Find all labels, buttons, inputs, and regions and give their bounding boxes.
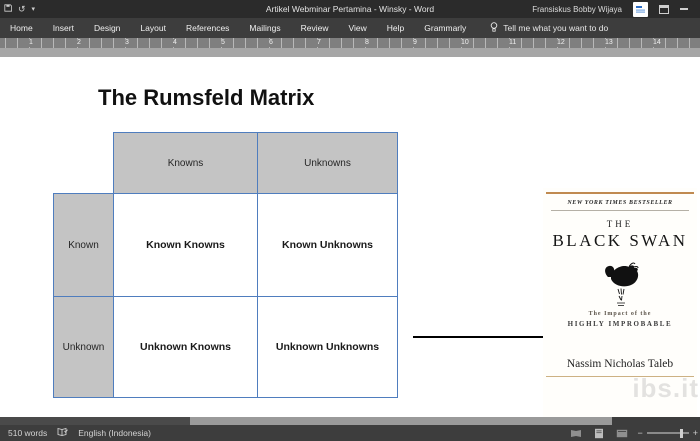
zoom-out-button[interactable]: − (637, 428, 643, 438)
ruler-number: 7 (315, 39, 323, 47)
titlebar: ↺ ▾ Artikel Webminar Pertamina - Winsky … (0, 0, 700, 18)
watermark-text: ibs.it (632, 373, 699, 403)
menu-tab-review[interactable]: Review (300, 23, 329, 33)
matrix-row-unknown[interactable]: Unknown (53, 296, 114, 398)
menu-tab-home[interactable]: Home (10, 23, 33, 33)
menubar: Home Insert Design Layout References Mailings… (0, 18, 700, 38)
document-title: Artikel Webminar Pertamina - Winsky - Wo… (265, 4, 435, 14)
ruler-number: 3 (123, 39, 131, 47)
lightbulb-icon (490, 22, 498, 34)
ruler-number: 5 (219, 39, 227, 47)
ruler-number: 2 (75, 39, 83, 47)
sign-in-icon[interactable] (633, 1, 648, 17)
matrix-header-unknowns[interactable]: Unknowns (257, 132, 398, 194)
matrix-cell-unknown-knowns[interactable]: Unknown Knowns (113, 296, 258, 398)
menu-tab-design[interactable]: Design (93, 23, 121, 33)
user-account-name[interactable]: Fransiskus Bobby Wijaya (532, 4, 622, 14)
horizontal-scrollbar (0, 417, 700, 425)
ruler-number: 10 (459, 39, 471, 47)
cover-top-rule (546, 192, 694, 194)
cover-bottom-rule (546, 376, 694, 377)
zoom-slider[interactable] (646, 428, 689, 438)
ruler-number: 1 (27, 39, 35, 47)
menu-tab-layout[interactable]: Layout (140, 23, 166, 33)
black-swan-icon (605, 262, 639, 306)
word-count[interactable]: 510 words (8, 428, 48, 438)
proofing-icon[interactable] (57, 427, 69, 439)
arrow-shape[interactable] (408, 329, 563, 345)
ruler-number: 4 (171, 39, 179, 47)
cover-sub-rule (551, 210, 689, 211)
zoom-in-button[interactable]: + (692, 428, 698, 438)
menu-tab-insert[interactable]: Insert (52, 23, 74, 33)
undo-icon[interactable]: ↺ (18, 3, 26, 14)
ruler-number: 13 (603, 39, 615, 47)
ruler-number: 9 (411, 39, 419, 47)
page-title: The Rumsfeld Matrix (98, 85, 315, 110)
menu-tab-grammarly[interactable]: Grammarly (424, 23, 467, 33)
ruler-number: 12 (555, 39, 567, 47)
ruler-number: 14 (651, 39, 663, 47)
ruler-number: 11 (507, 39, 519, 47)
language-status[interactable]: English (Indonesia) (78, 428, 151, 438)
cover-bestseller-text: NEW YORK TIMES BESTSELLER (567, 200, 673, 206)
menu-tab-view[interactable]: View (348, 23, 367, 33)
cover-title-black-swan: BLACK SWAN (552, 231, 688, 250)
matrix-row-known[interactable]: Known (53, 193, 114, 297)
horizontal-scrollbar-track[interactable] (0, 417, 612, 425)
matrix-cell-unknown-unknowns[interactable]: Unknown Unknowns (257, 296, 398, 398)
minimize-icon[interactable] (680, 8, 688, 10)
read-mode-icon[interactable] (568, 427, 584, 439)
menu-tabs: Home Insert Design Layout References Mailings… (0, 18, 476, 38)
ruler-number: 8 (363, 39, 371, 47)
menu-tab-mailings[interactable]: Mailings (249, 23, 281, 33)
matrix-header-knowns[interactable]: Knowns (113, 132, 258, 194)
page-margin-strip (0, 48, 700, 57)
cover-subtitle-small: The Impact of the (588, 311, 652, 317)
cover-author: Nassim Nicholas Taleb (566, 358, 674, 370)
save-icon[interactable] (4, 4, 12, 14)
ruler-number: 6 (267, 39, 275, 47)
horizontal-scrollbar-thumb[interactable] (0, 417, 190, 425)
book-cover-image[interactable]: NEW YORK TIMES BESTSELLER THE BLACK SWAN… (543, 188, 699, 418)
menu-tab-help[interactable]: Help (386, 23, 405, 33)
cover-title-the: THE (606, 219, 634, 229)
tell-me-label: Tell me what you want to do (503, 23, 609, 33)
tell-me-box[interactable]: Tell me what you want to do (490, 22, 608, 34)
statusbar: 510 words English (Indonesia) − + (0, 425, 700, 441)
document-page[interactable]: The Rumsfeld Matrix Knowns Unknowns Know… (0, 57, 700, 418)
ribbon-display-options-icon[interactable] (659, 4, 669, 14)
cover-subtitle-caps: HIGHLY IMPROBABLE (567, 320, 673, 328)
menu-tab-references[interactable]: References (185, 23, 230, 33)
zoom-control: − + (637, 428, 698, 438)
quick-access-toolbar: ↺ ▾ (0, 4, 120, 14)
matrix-cell-known-knowns[interactable]: Known Knowns (113, 193, 258, 297)
quick-access-chevron-icon[interactable]: ▾ (31, 5, 36, 13)
zoom-slider-handle[interactable] (679, 428, 683, 438)
web-layout-icon[interactable] (614, 427, 630, 439)
print-layout-icon[interactable] (591, 427, 607, 439)
matrix-cell-known-unknowns[interactable]: Known Unknowns (257, 193, 398, 297)
